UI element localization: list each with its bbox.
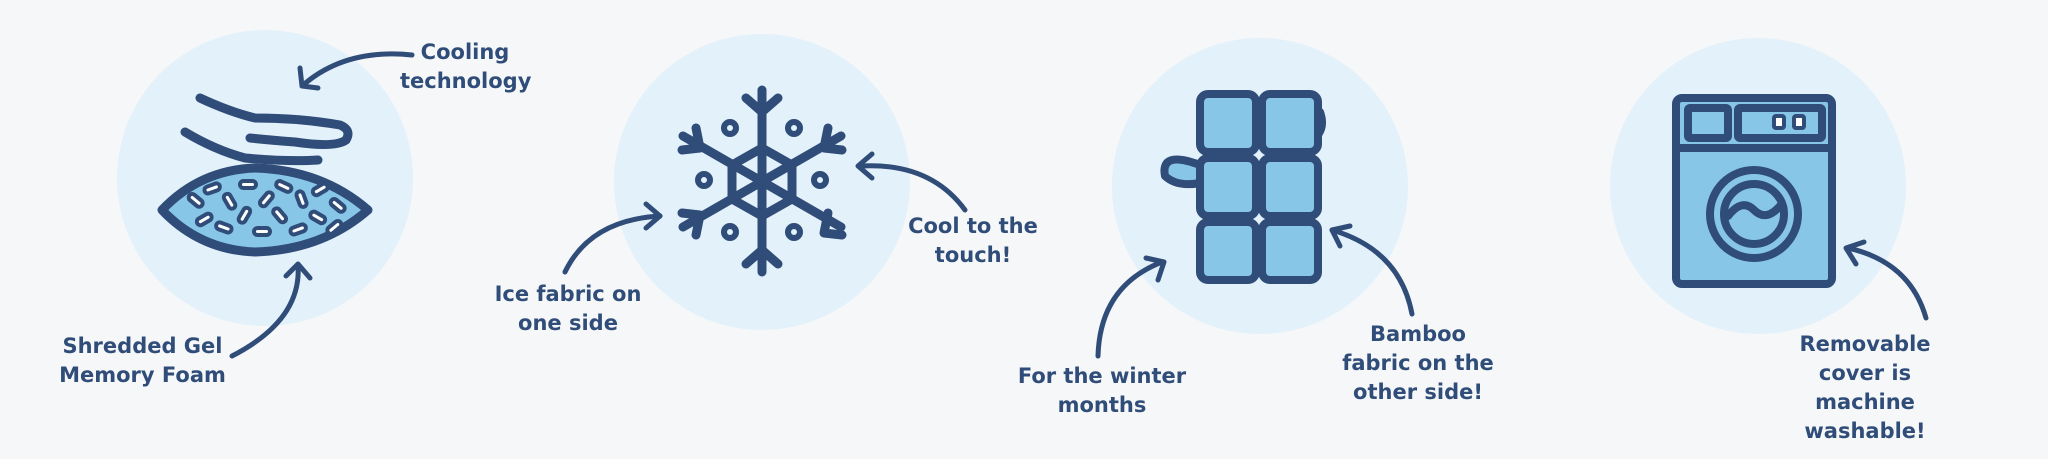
label-ice-fabric: Ice fabric on one side [494, 282, 642, 335]
arrow-winter-months [1095, 259, 1165, 359]
washing-machine-icon [1672, 94, 1836, 288]
arrow-to-ice-side [562, 213, 663, 275]
label-shredded-gel-foam: Shredded Gel Memory Foam [59, 334, 226, 387]
label-cool-to-touch: Cool to the touch! [908, 214, 1038, 267]
label-cooling-technology: Cooling technology [400, 40, 532, 93]
gel-memory-foam-hand-icon [157, 93, 373, 257]
arrow-bamboo-fabric-head [1329, 223, 1353, 249]
arrow-to-foam [229, 262, 301, 359]
arrow-cool-touch [857, 163, 968, 213]
arrow-to-hand [299, 51, 415, 89]
arrow-washable-head [1843, 239, 1867, 267]
bamboo-icon [1160, 90, 1326, 284]
label-machine-washable: Removable cover is machine washable! [1799, 332, 1931, 443]
label-bamboo-fabric: Bamboo fabric on the other side! [1342, 322, 1494, 404]
arrow-cool-touch-head [855, 151, 875, 181]
arrow-washable [1845, 245, 1929, 321]
arrow-winter-months-head [1143, 255, 1167, 283]
arrow-to-hand-head [297, 65, 321, 91]
arrow-to-ice-side-head [643, 201, 663, 231]
snowflake-icon [677, 85, 847, 277]
arrow-to-foam-head [283, 261, 313, 281]
arrow-bamboo-fabric [1329, 227, 1415, 317]
label-winter-months: For the winter months [1017, 364, 1187, 417]
